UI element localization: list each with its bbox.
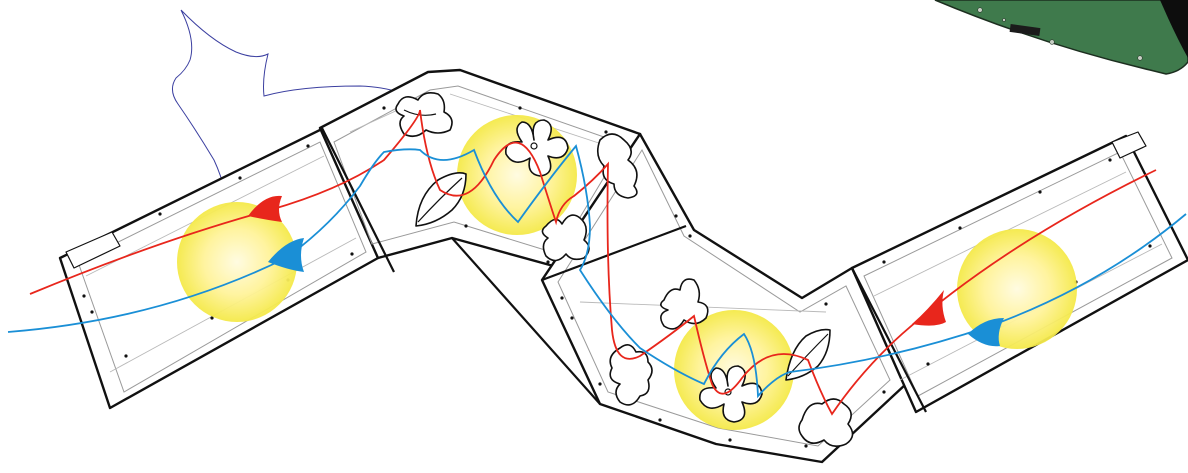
fastener-dot bbox=[350, 252, 354, 256]
fastener-dot bbox=[158, 212, 162, 216]
fastener-dot bbox=[658, 418, 662, 422]
fastener-dot bbox=[560, 296, 564, 300]
flower-icon bbox=[505, 119, 569, 177]
connector-wire bbox=[172, 9, 453, 233]
fastener-dot bbox=[90, 310, 94, 314]
leaf-group bbox=[395, 92, 854, 448]
fastener-dot bbox=[926, 362, 930, 366]
panel-dividers bbox=[321, 127, 927, 413]
fastener-dot bbox=[1108, 158, 1112, 162]
fastener-dot bbox=[518, 106, 522, 110]
leaf-icon bbox=[609, 344, 653, 406]
circuit-board-icon bbox=[934, 0, 1188, 75]
fastener-dot bbox=[382, 106, 386, 110]
fastener-dot bbox=[804, 444, 808, 448]
fastener-dot bbox=[124, 354, 128, 358]
blue-flow-path bbox=[7, 144, 1187, 399]
fastener-dot bbox=[238, 176, 242, 180]
fastener-dot bbox=[882, 390, 886, 394]
leaf-icon bbox=[415, 172, 467, 227]
arrowhead-group bbox=[248, 195, 1004, 347]
leaf-icon bbox=[798, 398, 854, 448]
fastener-dot bbox=[82, 294, 86, 298]
fastener-dot bbox=[306, 144, 310, 148]
fastener-dot bbox=[598, 382, 602, 386]
fastener-dot bbox=[688, 234, 692, 238]
fastener-dot bbox=[604, 130, 608, 134]
flower-upper bbox=[505, 119, 569, 177]
red-arrowhead-left bbox=[248, 195, 282, 222]
fastener-dot bbox=[210, 316, 214, 320]
fastener-dot bbox=[570, 316, 574, 320]
fastener-dot bbox=[882, 260, 886, 264]
fastener-dot bbox=[674, 214, 678, 218]
blue-arrowhead-left bbox=[268, 238, 304, 272]
fastener-dot bbox=[824, 302, 828, 306]
leaf-icon bbox=[541, 214, 590, 262]
glow-panel-4 bbox=[957, 229, 1077, 349]
fastener-dot bbox=[728, 438, 732, 442]
red-arrowhead-right bbox=[912, 290, 946, 326]
fastener-dot bbox=[1038, 190, 1042, 194]
leaf-icon bbox=[660, 278, 709, 330]
fastener-dot bbox=[1148, 244, 1152, 248]
fastener-dot bbox=[546, 260, 550, 264]
fastener-dot bbox=[464, 224, 468, 228]
flower-lower bbox=[699, 365, 763, 423]
blue-arrowhead-right bbox=[968, 318, 1004, 347]
flower-icon bbox=[699, 365, 763, 423]
red-flow-path bbox=[29, 109, 1157, 416]
fastener-dot bbox=[958, 226, 962, 230]
